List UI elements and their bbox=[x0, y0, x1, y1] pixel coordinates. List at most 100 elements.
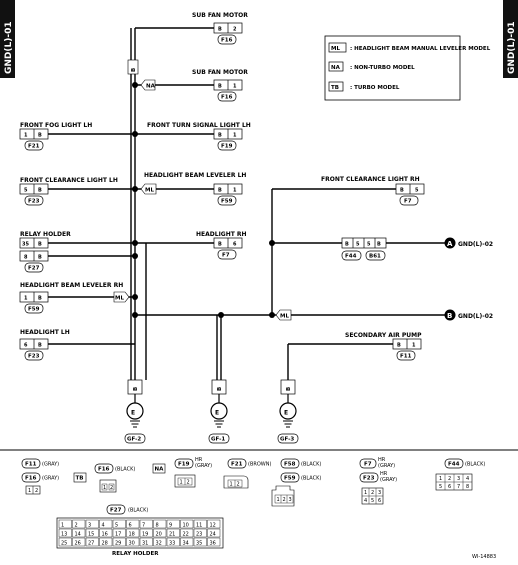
side-tab-left-text: GND(L)-01 bbox=[4, 21, 14, 74]
inline-connector-f44-b61: B 5 5 B F44 B61 bbox=[341, 237, 387, 261]
pin-number: 1 bbox=[233, 133, 237, 139]
relay-pin-cell bbox=[153, 528, 167, 538]
pin-left: 5 bbox=[356, 242, 360, 248]
connector-f19: HR F19 (GRAY) 1 2 bbox=[174, 457, 212, 488]
connector-code: F11 bbox=[400, 354, 412, 360]
relay-pin-number: 4 bbox=[102, 522, 105, 528]
relay-pin-number: 17 bbox=[115, 531, 121, 537]
connector-code: F19 bbox=[221, 144, 233, 150]
pin-wire: B bbox=[38, 296, 42, 302]
connector-color: (BLACK) bbox=[301, 476, 321, 482]
pin-2: 2 bbox=[35, 488, 38, 494]
pin-5: 5 bbox=[371, 498, 374, 504]
ground-wire-code: B bbox=[133, 387, 139, 391]
relay-pin-number: 21 bbox=[169, 531, 175, 537]
component-secondary-air-pump: SECONDARY AIR PUMP B 1 F11 bbox=[345, 332, 422, 361]
offpage-letter: B bbox=[447, 312, 452, 320]
connector-color: (BLACK) bbox=[301, 462, 321, 468]
relay-pin-cell bbox=[166, 528, 180, 538]
connector-color: (GRAY) bbox=[42, 462, 59, 468]
pin-wire: B bbox=[218, 242, 222, 248]
ground-gf-3: B E GF-3 bbox=[277, 379, 299, 444]
component-front-clearance-rh: FRONT CLEARANCE LIGHT RH B 5 F7 bbox=[321, 176, 425, 206]
connector-f58: F58 (BLACK) bbox=[280, 458, 321, 469]
relay-pin-cell bbox=[207, 528, 221, 538]
component-front-fog-light-lh: FRONT FOG LIGHT LH 1 B F21 bbox=[19, 122, 92, 151]
pin-wire: B bbox=[218, 27, 222, 33]
wire-code-ml-2: ML bbox=[115, 296, 124, 302]
connector-code: F16 bbox=[25, 476, 37, 482]
connector-color: (GRAY) bbox=[378, 463, 395, 469]
relay-pin-number: 6 bbox=[129, 522, 132, 528]
relay-pin-number: 23 bbox=[196, 531, 202, 537]
pin-number: 1 bbox=[412, 343, 416, 349]
offpage-connector-a: A GND(L)-02 bbox=[444, 237, 493, 249]
relay-pin-number: 27 bbox=[88, 540, 94, 546]
relay-pin-number: 19 bbox=[142, 531, 148, 537]
relay-pin-cell bbox=[58, 528, 72, 538]
pin-1: 1 bbox=[439, 476, 442, 482]
pin-right: 5 bbox=[367, 242, 371, 248]
connector-code: F23 bbox=[28, 199, 40, 205]
relay-pin-number: 31 bbox=[142, 540, 148, 546]
pin-number: 2 bbox=[233, 27, 237, 33]
connector-f44: F44 (BLACK) 1 2 3 4 5 6 7 8 bbox=[435, 458, 485, 491]
connector-color: (GRAY) bbox=[380, 477, 397, 483]
pin-wire: B bbox=[38, 255, 42, 261]
relay-pin-number: 5 bbox=[115, 522, 118, 528]
pin-2: 2 bbox=[237, 482, 240, 488]
relay-pin-cell bbox=[112, 528, 126, 538]
wire-code-ml-3: ML bbox=[280, 314, 289, 320]
component-label: SECONDARY AIR PUMP bbox=[345, 332, 422, 339]
relay-pin-cell bbox=[99, 537, 113, 547]
pin-4: 4 bbox=[466, 476, 469, 482]
connector-code: F59 bbox=[221, 199, 233, 205]
relay-pin-number: 35 bbox=[196, 540, 202, 546]
ground-gf-1: B E GF-1 bbox=[208, 379, 230, 444]
component-label: HEADLIGHT LH bbox=[20, 329, 70, 336]
offpage-ref: GND(L)-02 bbox=[458, 241, 493, 248]
ground-symbol: E bbox=[215, 410, 219, 417]
relay-pin-cell bbox=[85, 519, 99, 529]
pin-wire: B bbox=[218, 84, 222, 90]
ground-wire-code: B bbox=[286, 387, 292, 391]
connector-code: F19 bbox=[178, 462, 190, 468]
relay-pin-number: 22 bbox=[183, 531, 189, 537]
pin-number: 6 bbox=[233, 242, 237, 248]
relay-pin-cell bbox=[193, 537, 207, 547]
pin-wire: B bbox=[400, 188, 404, 194]
connector-code-left: F44 bbox=[345, 254, 357, 260]
side-tab-left: GND(L)-01 bbox=[0, 0, 15, 78]
pin-1: 1 bbox=[230, 482, 233, 488]
connector-code: F59 bbox=[28, 307, 40, 313]
component-headlight-rh: HEADLIGHT RH B 6 F7 bbox=[196, 231, 247, 260]
relay-pin-cell bbox=[207, 537, 221, 547]
connector-code: F23 bbox=[28, 354, 40, 360]
connector-code: F16 bbox=[221, 95, 233, 101]
pin-wire: B bbox=[38, 188, 42, 194]
connector-list: F11 (GRAY) F16 (GRAY) TB 1 2 F16 (BLACK)… bbox=[21, 457, 485, 557]
connector-f16-na: F16 (BLACK) NA 1 2 bbox=[94, 463, 166, 493]
pin-wire: B bbox=[38, 343, 42, 349]
side-tab-right: GND(L)-01 bbox=[503, 0, 518, 78]
pin-2: 2 bbox=[187, 480, 190, 486]
pin-wire: B bbox=[377, 242, 381, 248]
legend-ml-text: : HEADLIGHT BEAM MANUAL LEVELER MODEL bbox=[350, 46, 491, 52]
pin-1: 1 bbox=[277, 497, 280, 503]
ground-symbol: E bbox=[284, 410, 288, 417]
connector-color: (BLACK) bbox=[465, 462, 485, 468]
legend-tb-text: : TURBO MODEL bbox=[350, 85, 400, 91]
connector-color: (BLACK) bbox=[115, 467, 135, 473]
legend-na-text: : NON-TURBO MODEL bbox=[350, 65, 415, 71]
legend-ml-code: ML bbox=[331, 46, 340, 52]
pin-7: 7 bbox=[457, 484, 460, 490]
wire-code-tags: B NA ML ML ML bbox=[113, 59, 292, 321]
connector-code: F7 bbox=[404, 199, 412, 205]
relay-pin-number: 10 bbox=[183, 522, 189, 528]
connector-code: F11 bbox=[25, 462, 37, 468]
relay-pin-number: 16 bbox=[102, 531, 108, 537]
connector-f59: F59 (BLACK) 1 2 3 bbox=[271, 472, 321, 507]
connector-code: F16 bbox=[98, 467, 110, 473]
relay-pin-cell bbox=[126, 528, 140, 538]
